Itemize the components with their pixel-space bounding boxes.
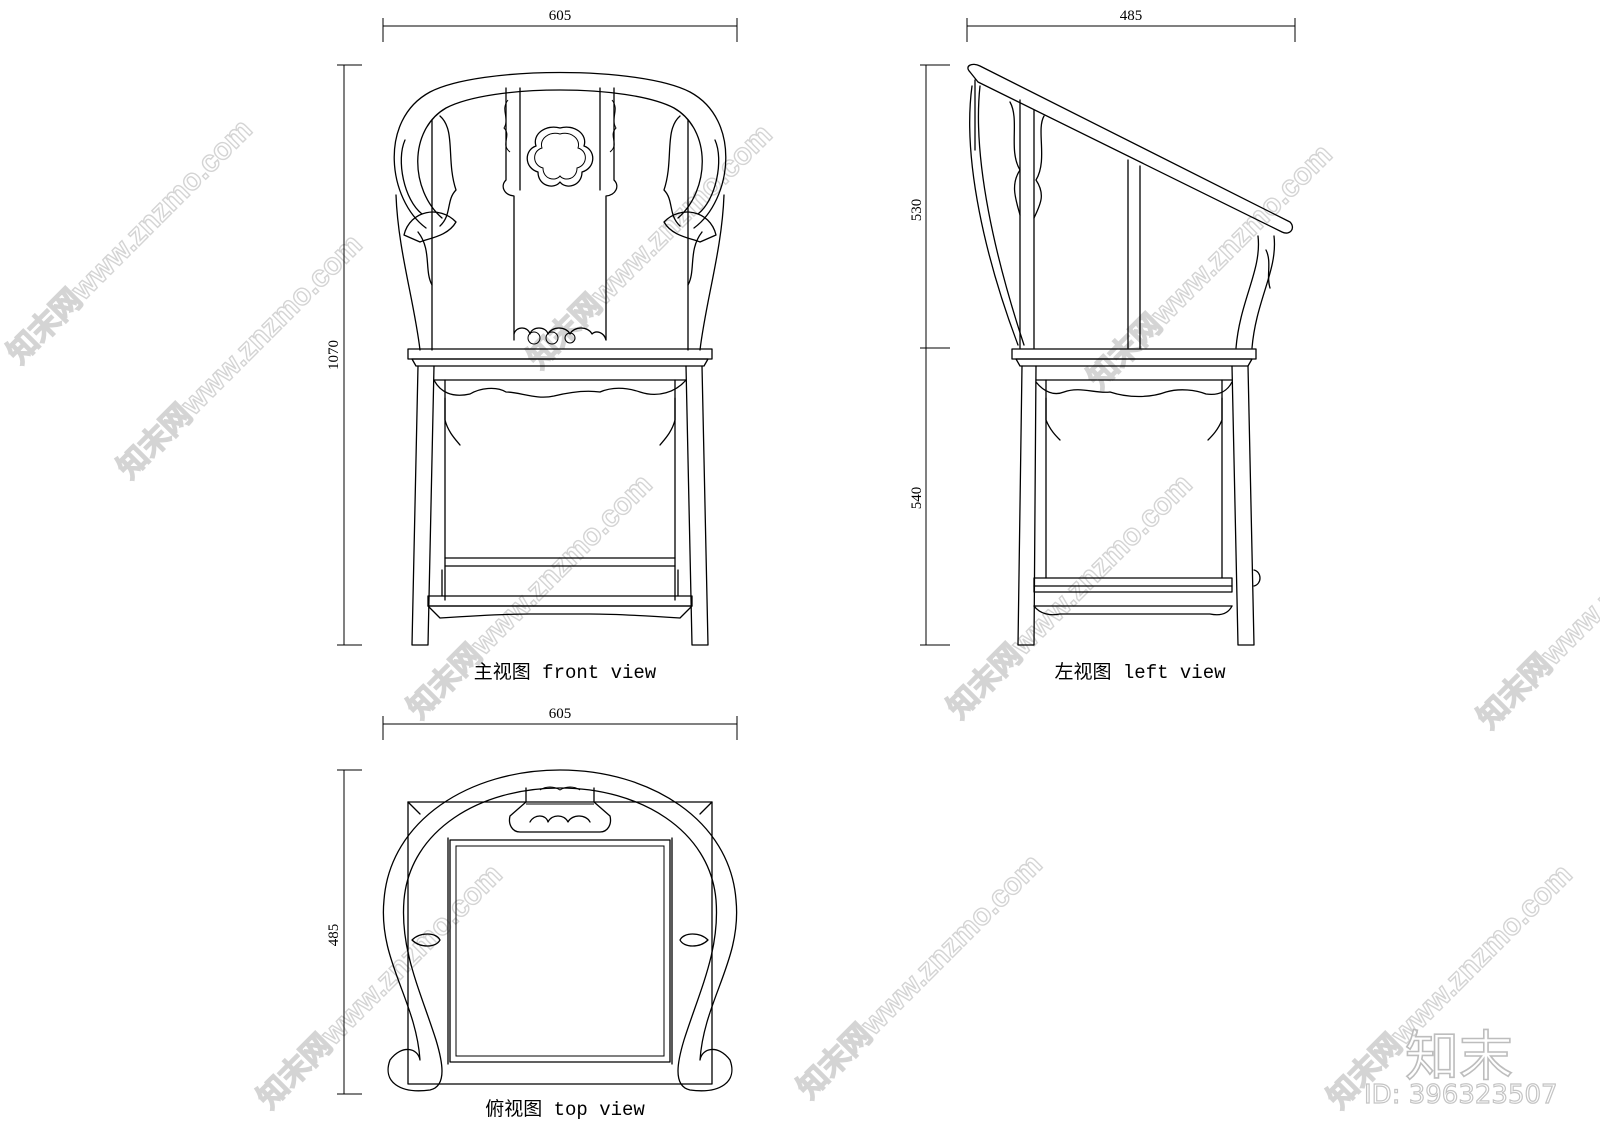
brand-id-text: ID: 396323507 bbox=[1364, 1080, 1558, 1110]
front-width-dimension: 605 bbox=[382, 8, 738, 42]
front-view-caption: 主视图 front view bbox=[474, 661, 657, 684]
watermark-text: 知末网www.znzmo.com bbox=[252, 858, 509, 1115]
top-depth-label: 485 bbox=[326, 924, 342, 947]
left-depth-label: 485 bbox=[1120, 8, 1143, 24]
left-depth-dimension: 485 bbox=[966, 8, 1296, 42]
front-seat bbox=[407, 348, 713, 367]
left-view: 485 530 540 bbox=[909, 8, 1296, 684]
watermark-layer: 知末网www.znzmo.com 知末网www.znzmo.com 知末网www… bbox=[1, 112, 1600, 1115]
front-crest-rail bbox=[393, 71, 727, 243]
top-seat-frame bbox=[407, 801, 713, 1085]
front-stretchers bbox=[427, 557, 693, 619]
front-width-label: 605 bbox=[549, 8, 572, 24]
watermark-text: 知末网www.znzmo.com bbox=[942, 468, 1199, 725]
top-depth-dimension: 485 bbox=[326, 769, 362, 1095]
left-stretchers bbox=[1033, 577, 1233, 616]
top-view: 605 485 bbox=[326, 706, 738, 1121]
front-view: 605 1070 bbox=[326, 8, 738, 684]
top-view-caption: 俯视图 top view bbox=[485, 1098, 645, 1121]
top-back-splat bbox=[508, 786, 612, 833]
top-width-dimension: 605 bbox=[382, 706, 738, 740]
front-legs bbox=[411, 365, 709, 646]
left-crest-rail bbox=[967, 63, 1294, 346]
watermark-text: 知末网www.znzmo.com bbox=[2, 113, 259, 370]
left-view-caption: 左视图 left view bbox=[1054, 661, 1226, 684]
top-width-label: 605 bbox=[549, 706, 572, 722]
left-back-posts bbox=[1009, 99, 1276, 349]
left-height-dimension: 530 540 bbox=[909, 64, 950, 646]
top-horseshoe-arm bbox=[382, 769, 738, 1092]
watermark-text: 知末网www.znzmo.com bbox=[1472, 478, 1600, 735]
left-apron bbox=[1035, 379, 1233, 441]
brand-logo-text: 知末 bbox=[1405, 1025, 1513, 1088]
brand-watermark: 知末 ID: 396323507 bbox=[1363, 1024, 1558, 1110]
front-apron bbox=[433, 379, 687, 446]
front-height-dimension: 1070 bbox=[326, 64, 362, 646]
watermark-text: 知末网www.znzmo.com bbox=[1082, 138, 1339, 395]
front-height-label: 1070 bbox=[326, 340, 342, 370]
watermark-text: 知末网www.znzmo.com bbox=[522, 118, 779, 375]
left-lower-label: 540 bbox=[909, 487, 925, 510]
front-back-posts bbox=[395, 115, 725, 351]
left-upper-label: 530 bbox=[909, 199, 925, 222]
front-back-splat bbox=[502, 87, 618, 345]
watermark-text: 知末网www.znzmo.com bbox=[792, 848, 1049, 1105]
